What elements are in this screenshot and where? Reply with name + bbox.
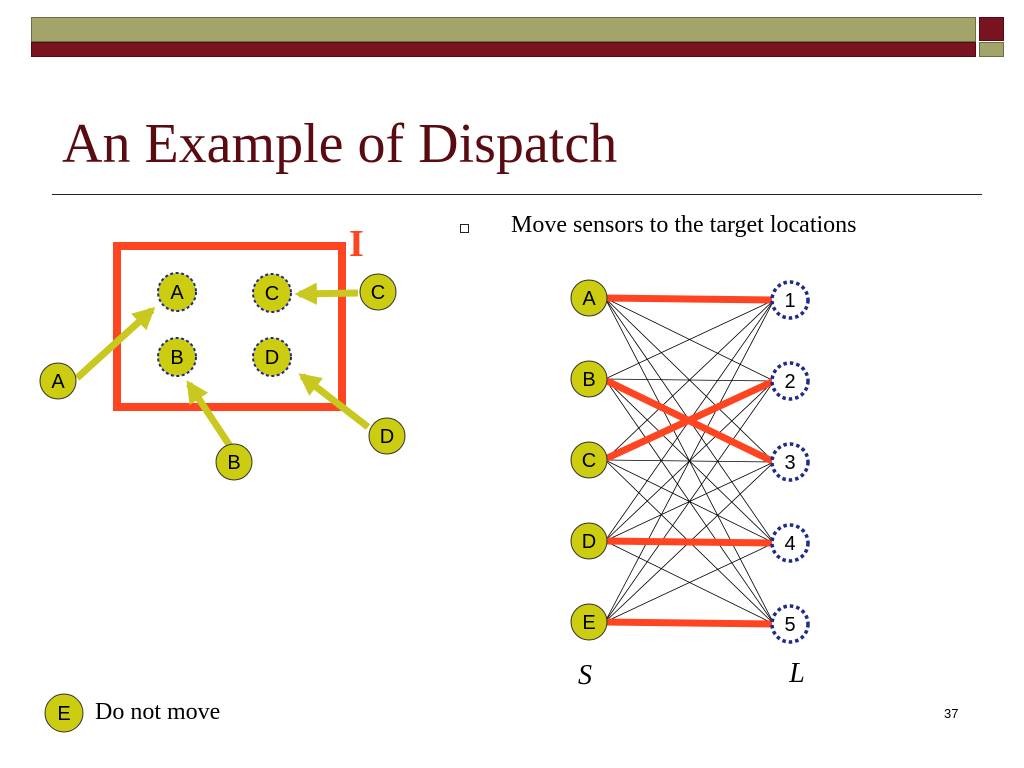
legend-node: E: [44, 693, 84, 733]
slide-title: An Example of Dispatch: [62, 113, 618, 175]
page-number: 37: [944, 706, 959, 721]
target-node-d: D: [252, 337, 292, 377]
legend-text: Do not move: [95, 699, 221, 725]
sensor-e-label: E: [582, 612, 595, 634]
sensor-set-label: S: [578, 660, 592, 691]
target-node-d-label: D: [265, 347, 279, 369]
arrow-c: [294, 282, 359, 305]
bullet-text: Move sensors to the target locations: [511, 212, 857, 238]
match-edge-E-5: [602, 618, 775, 628]
sensor-node-d-label: D: [380, 426, 394, 448]
sensor-node-d: D: [368, 417, 406, 455]
target-node-b-label: B: [170, 347, 183, 369]
legend-node-label: E: [57, 703, 70, 725]
region-label: I: [349, 223, 364, 265]
sensor-e: E: [570, 603, 608, 641]
slide-header-bar: [31, 17, 976, 57]
location-1-label: 1: [784, 290, 795, 312]
sensor-node-c-label: C: [371, 282, 385, 304]
match-edge-A-1: [602, 294, 775, 304]
target-node-a-label: A: [170, 282, 184, 304]
bullet-square-icon: [460, 224, 469, 233]
location-4-label: 4: [784, 533, 795, 555]
edge-C-1: [604, 299, 775, 461]
location-2-label: 2: [784, 371, 795, 393]
location-5: 5: [770, 604, 810, 644]
location-2: 2: [770, 361, 810, 401]
target-node-c-label: C: [265, 283, 279, 305]
sensor-node-c: C: [359, 273, 397, 311]
title-divider: [52, 194, 982, 195]
arrow-a: [74, 306, 156, 381]
edge-E-2: [604, 380, 775, 623]
target-node-c: C: [252, 273, 292, 313]
sensor-c: C: [570, 441, 608, 479]
match-edge-C-2: [601, 377, 776, 464]
sensor-node-b-label: B: [227, 452, 240, 474]
location-3-label: 3: [784, 452, 795, 474]
location-4: 4: [770, 523, 810, 563]
location-set-label: L: [788, 658, 805, 689]
sensor-node-b: B: [215, 443, 253, 481]
edge-B-1: [604, 299, 775, 380]
header-corner-square-bottom: [979, 42, 1004, 57]
header-corner-square-top: [979, 17, 1004, 41]
arrow-d: [298, 373, 371, 430]
target-node-a: A: [157, 272, 197, 312]
sensor-b-label: B: [582, 369, 595, 391]
sensor-c-label: C: [582, 450, 596, 472]
edge-E-1: [604, 299, 775, 623]
sensor-d-label: D: [582, 531, 596, 553]
sensor-node-a: A: [39, 362, 77, 400]
sensor-a: A: [570, 279, 608, 317]
sensor-set: A B C D E: [570, 279, 608, 641]
edge-E-4: [604, 542, 775, 623]
location-5-label: 5: [784, 614, 795, 636]
header-olive-band: [31, 17, 976, 42]
matching-edges: [601, 294, 776, 628]
location-set: 1 2 3 4 5: [770, 280, 810, 644]
complete-bipartite-edges: [604, 297, 775, 625]
sensor-a-label: A: [582, 288, 596, 310]
match-edge-D-4: [602, 537, 775, 547]
region-rectangle: [113, 242, 346, 411]
header-maroon-band: [31, 42, 976, 57]
sensor-node-a-label: A: [51, 371, 65, 393]
location-1: 1: [770, 280, 810, 320]
target-node-b: B: [157, 337, 197, 377]
sensor-d: D: [570, 522, 608, 560]
arrow-b: [186, 380, 233, 448]
sensor-b: B: [570, 360, 608, 398]
location-3: 3: [770, 442, 810, 482]
